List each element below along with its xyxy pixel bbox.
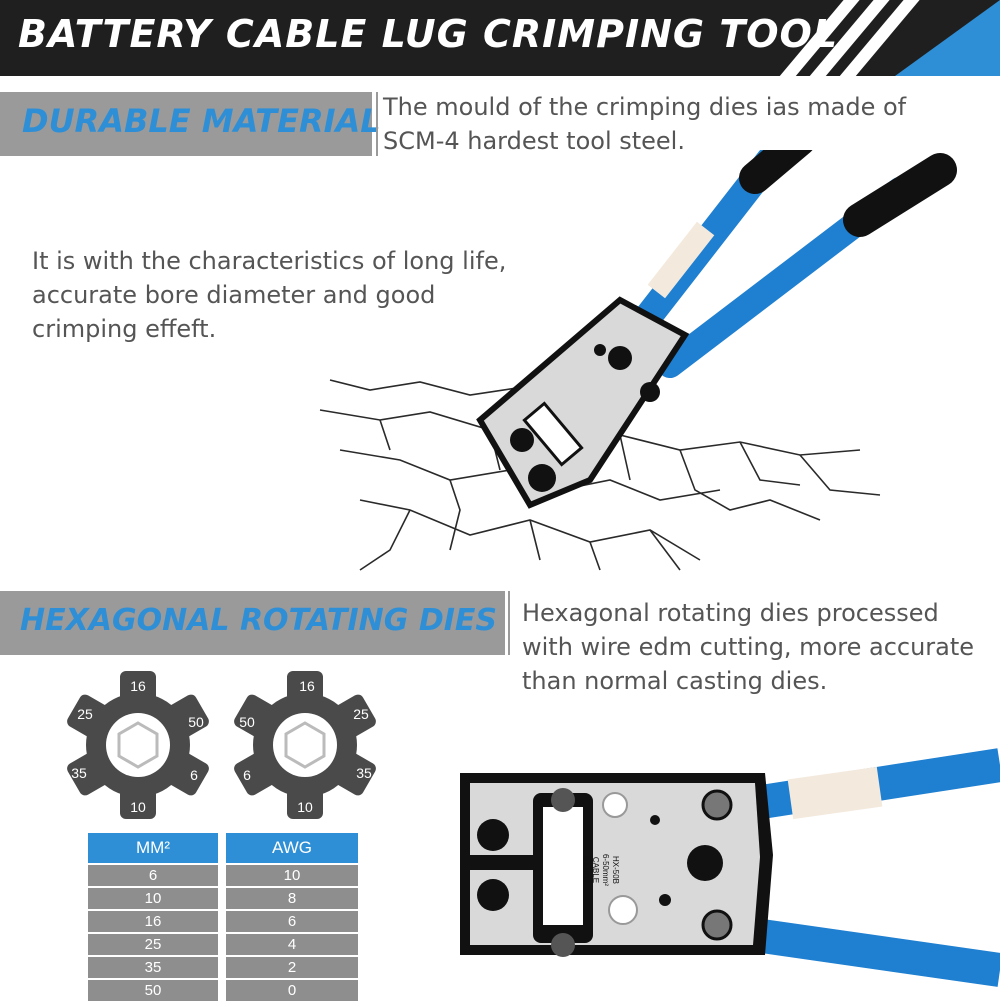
table-cell: 10: [88, 888, 218, 909]
durable-material-heading: DURABLE MATERIAL: [22, 102, 381, 140]
awg-size-table: AWG 10 8 6 4 2 0: [226, 831, 358, 1003]
die-size-label: 6: [190, 767, 198, 783]
hexagon-die-icon: [234, 671, 376, 819]
section2-desc-line: with wire edm cutting, more accurate: [522, 633, 975, 661]
banner-title: BATTERY CABLE LUG CRIMPING TOOL: [18, 12, 839, 56]
tool-handles: [616, 150, 957, 378]
hexagonal-dies-heading: HEXAGONAL ROTATING DIES: [20, 603, 498, 638]
section1-desc-line: SCM-4 hardest tool steel.: [383, 127, 685, 155]
divider: [376, 92, 378, 156]
awg-table-header: AWG: [226, 833, 358, 863]
crimping-tool-closeup-icon: [460, 748, 1000, 987]
section2-desc-line: Hexagonal rotating dies processed: [522, 599, 939, 627]
table-cell: 2: [226, 957, 358, 978]
tool-range-label: 6-50mm² CABLE RANGE: [581, 853, 610, 886]
table-cell: 6: [226, 911, 358, 932]
tool-head: [476, 296, 690, 509]
durable-material-label-box: DURABLE MATERIAL: [0, 92, 381, 156]
section1-desc-line: The mould of the crimping dies ias made …: [383, 93, 907, 121]
table-cell: 25: [88, 934, 218, 955]
tool-model-label: HX-50B: [611, 855, 620, 884]
section1-body-line: It is with the characteristics of long l…: [32, 247, 507, 275]
die-size-label: 25: [353, 706, 369, 722]
section1-body: It is with the characteristics of long l…: [32, 244, 506, 346]
die-size-label: 10: [130, 799, 146, 815]
section1-body-line: crimping effeft.: [32, 315, 217, 343]
banner-accent-triangle: [895, 0, 1000, 76]
section2-description: Hexagonal rotating dies processed with w…: [522, 596, 974, 698]
table-cell: 4: [226, 934, 358, 955]
die-size-label: 50: [188, 714, 204, 730]
table-cell: 16: [88, 911, 218, 932]
die-size-label: 25: [77, 706, 93, 722]
table-cell: 35: [88, 957, 218, 978]
tool-label-plate: HX-50B 6-50mm² CABLE RANGE: [520, 850, 620, 890]
mm-size-table: MM² 6 10 16 25 35 50: [88, 831, 218, 1003]
die-size-label: 16: [299, 678, 315, 694]
section1-body-line: accurate bore diameter and good: [32, 281, 436, 309]
hexagon-die-left: 16 25 50 35 6 10: [58, 665, 218, 825]
table-cell: 0: [226, 980, 358, 1001]
die-size-label: 16: [130, 678, 146, 694]
table-cell: 8: [226, 888, 358, 909]
divider: [508, 591, 510, 655]
hexagon-die-right: 16 50 25 6 35 10: [225, 665, 385, 825]
die-size-label: 35: [356, 765, 372, 781]
table-cell: 10: [226, 865, 358, 886]
header-banner: BATTERY CABLE LUG CRIMPING TOOL: [0, 0, 1000, 76]
section2-desc-line: than normal casting dies.: [522, 667, 828, 695]
crimping-tool-icon: [319, 150, 957, 571]
section1-description: The mould of the crimping dies ias made …: [383, 90, 906, 158]
die-size-label: 10: [297, 799, 313, 815]
hexagonal-dies-label-box: HEXAGONAL ROTATING DIES: [0, 591, 505, 655]
die-size-label: 6: [243, 767, 251, 783]
hexagon-die-icon: [67, 671, 209, 819]
die-size-label: 50: [239, 714, 255, 730]
table-cell: 6: [88, 865, 218, 886]
mm-table-header: MM²: [88, 833, 218, 863]
table-cell: 50: [88, 980, 218, 1001]
die-size-label: 35: [71, 765, 87, 781]
